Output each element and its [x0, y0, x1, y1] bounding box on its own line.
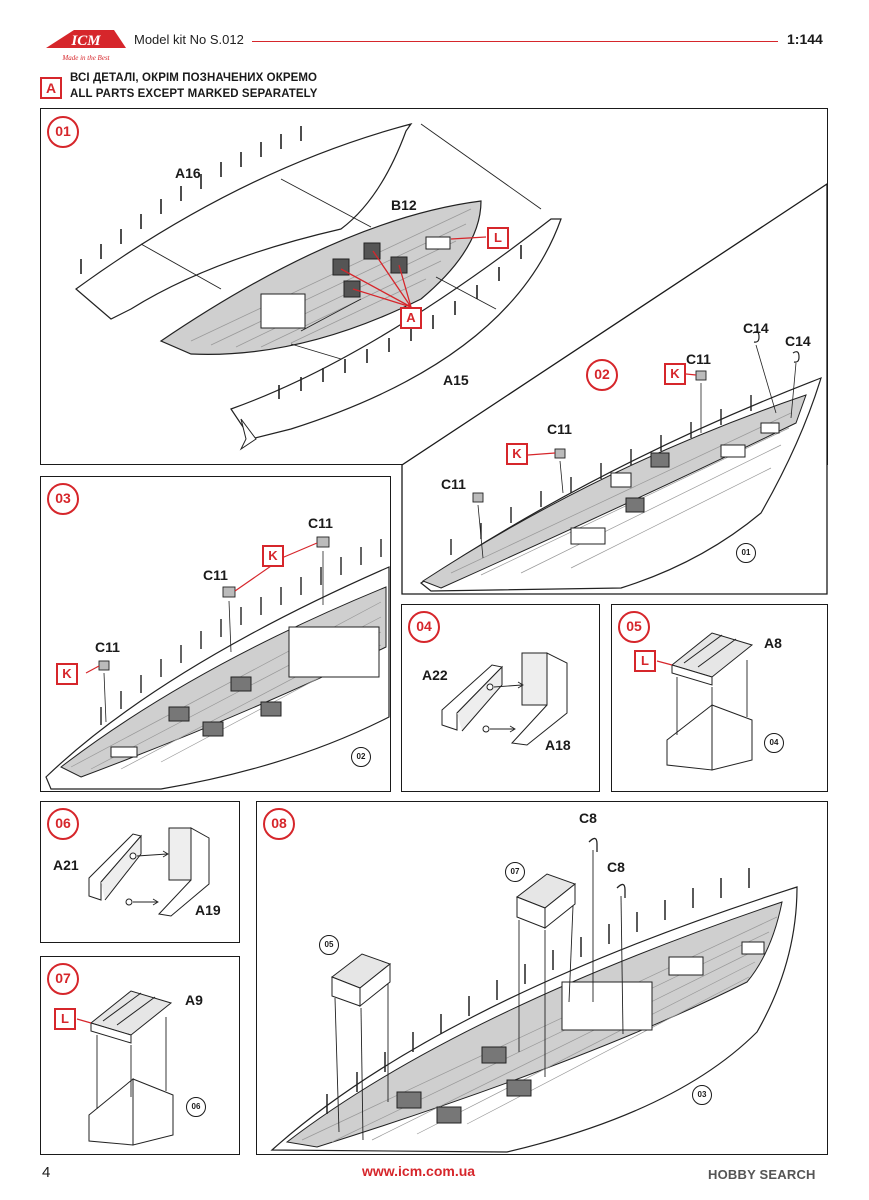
step-08-panel: 08 C8 C8 07 05 03: [256, 801, 828, 1155]
part-label-c11-left: C11: [95, 639, 120, 655]
ref-step-06: 06: [186, 1097, 206, 1117]
part-label-c14-b: C14: [785, 333, 811, 349]
part-label-c11-mid: C11: [203, 567, 228, 583]
step-04-number: 04: [408, 611, 440, 643]
step-05-panel: 05 A8 L 04: [611, 604, 828, 792]
part-label-c11-top: C11: [308, 515, 333, 531]
paint-tag-l: L: [54, 1008, 76, 1030]
step-06-panel: 06 A21 A19: [40, 801, 240, 943]
step-05-number: 05: [618, 611, 650, 643]
step-06-number: 06: [47, 808, 79, 840]
step-07-number: 07: [47, 963, 79, 995]
part-label-b12: B12: [391, 197, 417, 213]
part-label-a15: A15: [443, 372, 469, 388]
paint-tag-k-left: K: [56, 663, 78, 685]
paint-tag-l: L: [487, 227, 509, 249]
part-label-c11-top: C11: [686, 351, 711, 367]
ref-step-04: 04: [764, 733, 784, 753]
step-03-panel: 03 C11 C11 C11 K K 02: [40, 476, 391, 792]
step-02-number: 02: [586, 359, 618, 391]
part-label-c8-b: C8: [607, 859, 625, 875]
paint-tag-l: L: [634, 650, 656, 672]
step-05-drawing: [656, 632, 754, 771]
step-02-panel: 02 C11 C11 C11 C14 C14 K K 01: [401, 182, 828, 595]
part-label-c11-mid: C11: [547, 421, 572, 437]
ref-step-07: 07: [505, 862, 525, 882]
note-english: ALL PARTS EXCEPT MARKED SEPARATELY: [70, 88, 318, 100]
part-label-c11-left: C11: [441, 476, 466, 492]
step-01-drawing: [75, 122, 562, 451]
step-08-number: 08: [263, 808, 295, 840]
scale-label: 1:144: [787, 31, 823, 47]
part-label-c8-a: C8: [579, 810, 597, 826]
ref-step-03: 03: [692, 1085, 712, 1105]
ref-step-01: 01: [736, 543, 756, 563]
page-number: 4: [42, 1164, 51, 1181]
ref-step-05: 05: [319, 935, 339, 955]
paint-tag-k-top: K: [664, 363, 686, 385]
paint-tag-k-top: K: [262, 545, 284, 567]
step-07-panel: 07 A9 L 06: [40, 956, 240, 1155]
part-label-a21: A21: [53, 857, 79, 873]
brand-text: ICM: [70, 33, 101, 49]
part-label-a8: A8: [764, 635, 782, 651]
part-label-a16: A16: [175, 165, 201, 181]
part-label-a19: A19: [195, 902, 221, 918]
footer-url[interactable]: www.icm.com.ua: [362, 1163, 476, 1179]
header-divider: [252, 41, 778, 43]
watermark: HOBBY SEARCH: [708, 1167, 816, 1182]
part-label-c14-a: C14: [743, 320, 769, 336]
step-07-drawing: [76, 990, 174, 1146]
step-04-panel: 04 A22 A18: [401, 604, 600, 792]
ref-step-02: 02: [351, 747, 371, 767]
part-label-a18: A18: [545, 737, 571, 753]
part-label-a22: A22: [422, 667, 448, 683]
step-01-number: 01: [47, 116, 79, 148]
step-06-drawing: [88, 827, 210, 917]
note-ukrainian: ВСІ ДЕТАЛІ, ОКРІМ ПОЗНАЧЕНИХ ОКРЕМО: [70, 72, 318, 84]
group-tag-a: A: [40, 77, 62, 99]
paint-tag-a: A: [400, 307, 422, 329]
step-03-number: 03: [47, 483, 79, 515]
step-08-drawing: [270, 837, 798, 1153]
brand-tagline: Made in the Best: [61, 54, 110, 62]
step-03-drawing: [45, 536, 390, 790]
part-label-a9: A9: [185, 992, 203, 1008]
model-kit-number: Model kit No S.012: [134, 32, 244, 47]
icm-logo: ICM Made in the Best: [46, 30, 126, 62]
step-02-drawing: [401, 182, 828, 595]
paint-tag-k-mid: K: [506, 443, 528, 465]
step-04-drawing: [441, 652, 568, 746]
